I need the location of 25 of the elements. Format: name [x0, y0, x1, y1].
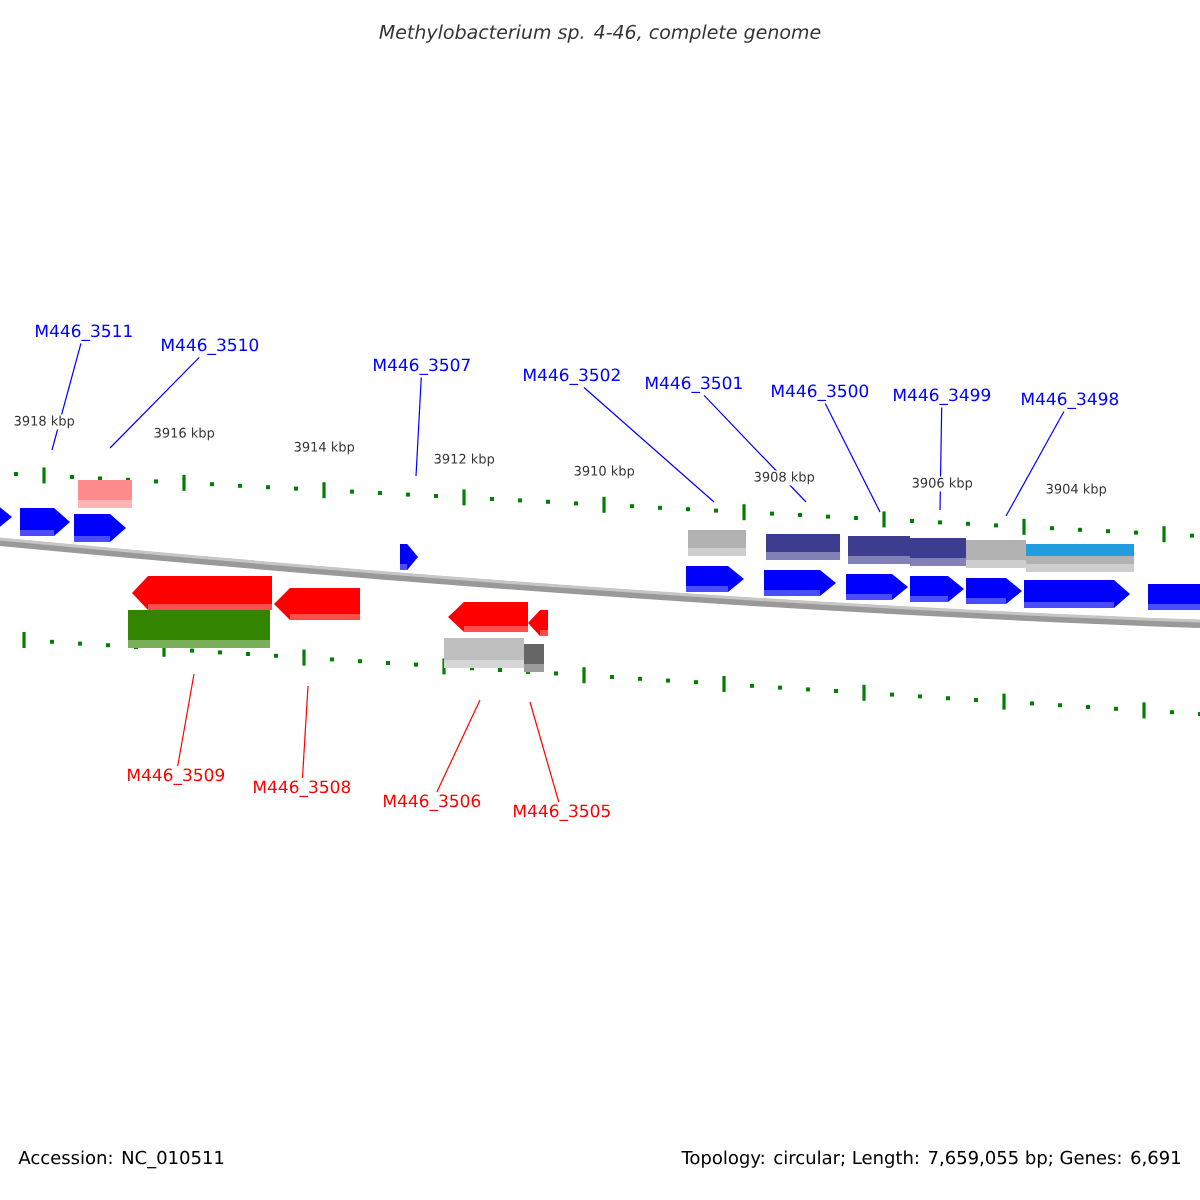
- leader-line: [824, 402, 881, 513]
- gene-label: M446_3511: [36, 324, 132, 342]
- leader-line: [177, 673, 195, 767]
- gene-label: M446_3500: [772, 384, 869, 402]
- leader-line: [939, 406, 943, 511]
- gene-label: M446_3509: [128, 768, 225, 786]
- leader-line: [1005, 410, 1065, 517]
- leader-line: [415, 376, 422, 477]
- gene-label: M446_3506: [384, 794, 481, 812]
- gene-label: M446_3505: [514, 804, 610, 822]
- accession-text: Accession: NC_010511: [18, 1150, 224, 1169]
- leader-line: [583, 386, 715, 503]
- gene-label: M446_3508: [254, 780, 351, 798]
- genome-info-text: Topology: circular; Length: 7,659,055 bp; Genes: 6,691: [681, 1150, 1180, 1168]
- gene-label: M446_3499: [894, 388, 991, 406]
- gene-label: M446_3502: [524, 368, 620, 386]
- title: Methylobacterium sp. 4-46, complete genome: [379, 24, 821, 43]
- leader-line: [529, 701, 560, 803]
- leader-line: [301, 685, 309, 779]
- gene-label: M446_3498: [1022, 392, 1119, 410]
- leader-line: [109, 356, 200, 449]
- gene-label: M446_3510: [162, 338, 259, 356]
- gene-label: M446_3501: [646, 376, 742, 394]
- gene-label: M446_3507: [374, 358, 470, 376]
- leader-line: [436, 699, 481, 793]
